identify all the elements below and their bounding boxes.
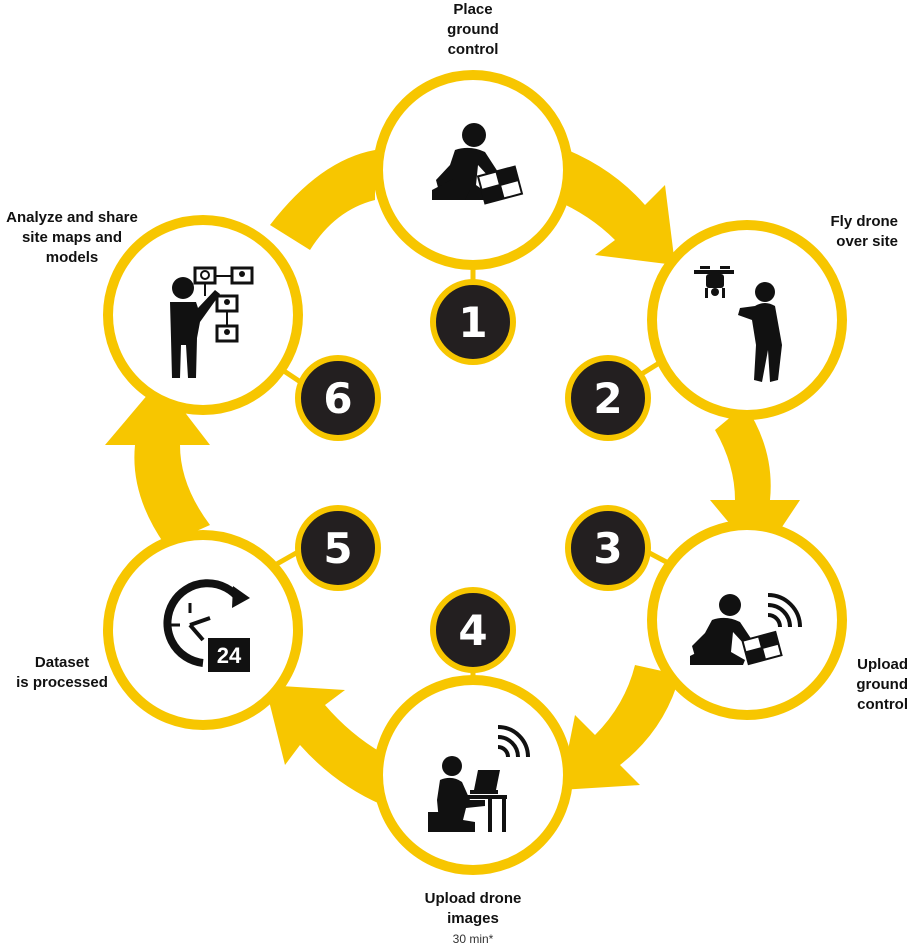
step-2-circle — [647, 220, 847, 420]
badge-6-number: 6 — [323, 374, 352, 423]
clock-24-icon: 24 — [163, 579, 250, 672]
person-presenting-flowchart-icon — [170, 266, 254, 378]
step-5-label: Dataset is processed — [16, 654, 108, 691]
arrow-1-to-2 — [555, 145, 675, 265]
arrow-6-to-1 — [270, 150, 375, 250]
badge-5: 5 — [295, 505, 381, 591]
step-3-circle — [647, 520, 847, 720]
step-4-label: Upload drone images — [424, 890, 522, 927]
badge-1: 1 — [430, 279, 516, 365]
arrow-3-to-4 — [560, 665, 680, 790]
badge-3-number: 3 — [593, 524, 622, 573]
badge-4-number: 4 — [458, 606, 487, 655]
badge-2: 2 — [565, 355, 651, 441]
badge-3: 3 — [565, 505, 651, 591]
step-6-label: Analyze and share site maps and models — [6, 209, 138, 266]
step-4-duration: 30 min* — [452, 932, 494, 946]
step-1-label: Place ground control — [447, 1, 499, 58]
kneeling-person-wireless-upload-icon — [690, 593, 802, 666]
person-at-laptop-wireless-icon — [428, 725, 530, 832]
badge-5-number: 5 — [323, 524, 352, 573]
step-2-label: Fly drone over site — [830, 213, 898, 250]
step-5-circle — [103, 530, 303, 730]
badge-1-number: 1 — [458, 298, 487, 347]
kneeling-person-placing-target-icon — [432, 123, 524, 205]
step-4-circle — [373, 675, 573, 875]
arrow-5-to-6 — [105, 380, 210, 545]
cycle-arrows — [105, 145, 800, 810]
step-3-label: Upload ground control — [856, 656, 908, 713]
badge-6: 6 — [295, 355, 381, 441]
person-flying-drone-icon — [694, 266, 782, 382]
arrow-4-to-5 — [265, 685, 395, 810]
number-badges: 1 2 3 4 5 6 — [295, 279, 651, 673]
badge-2-number: 2 — [593, 374, 622, 423]
badge-4: 4 — [430, 587, 516, 673]
clock-24-label: 24 — [217, 643, 242, 668]
